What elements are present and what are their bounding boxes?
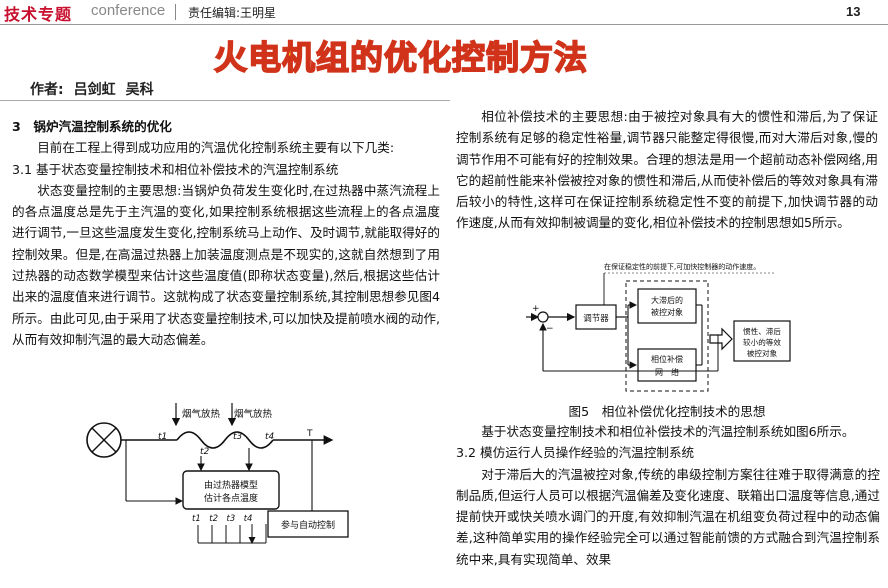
left-column: 3 锅炉汽温控制系统的优化 目前在工程上得到成功应用的汽温优化控制系统主要有以下…: [12, 116, 440, 350]
temp-label: T: [306, 429, 313, 439]
flue-gas-label: 烟气放热: [234, 408, 273, 420]
equivalence-arrow: [709, 327, 733, 351]
model-box-label: 由过热器模型: [204, 479, 258, 491]
equivalent-plant-label: 被控对象: [747, 348, 778, 358]
temp-label: t1: [158, 432, 167, 442]
author-label: 作者:: [30, 82, 64, 98]
auto-control-box: [267, 510, 349, 538]
author-name: 吴科: [125, 82, 154, 98]
article-title: 火电机组的优化控制方法: [213, 37, 588, 78]
temp-label: t3: [233, 432, 243, 442]
model-outputs-label: t1 t2 t3 t4: [192, 514, 252, 524]
figure-5-caption: 图5 相位补偿优化控制技术的思想: [568, 404, 766, 419]
subsection-heading: 3.2 模仿运行人员操作经验的汽温控制系统: [456, 445, 695, 461]
author-line: 作者: 吕剑虹吴科: [30, 79, 164, 99]
compensation-box: [637, 348, 697, 382]
minus-sign: −: [546, 324, 554, 334]
regulator-label: 调节器: [583, 314, 609, 324]
page-header: 技术专题 conference 责任编辑:王明星 13: [0, 0, 888, 24]
equivalent-plant-box: [733, 320, 791, 362]
section-label: 技术专题: [4, 5, 73, 24]
editor-label: 责任编辑:王明星: [188, 6, 277, 20]
equivalent-plant-enclosure: [625, 280, 709, 392]
stability-note: 在保证稳定性的前提下,可加快控制器的动作速度。: [604, 262, 760, 271]
figure-5-diagram: 在保证稳定性的前提下,可加快控制器的动作速度。 + − 调节器 大滞后的 被控对…: [526, 262, 791, 392]
right-column-lower: 基于状态变量控制技术和相位补偿技术的汽温控制系统如图6所示。 3.2 模仿运行人…: [456, 421, 880, 570]
figure-4-diagram: 烟气放热 烟气放热 t1 t2 t3 t4 T 由过热器模型 估计各点温度 t1…: [86, 403, 349, 544]
equivalent-plant-label: 较小的等效: [743, 337, 781, 347]
header-rule: [0, 24, 888, 25]
conference-label: conference: [91, 2, 166, 19]
compensation-label: 相位补偿: [651, 354, 683, 364]
compensation-label: 网 络: [655, 367, 679, 377]
plant-label: 被控对象: [651, 307, 683, 317]
page-number: 13: [846, 4, 861, 19]
paragraph: 对于滞后大的汽温被控对象,传统的串级控制方案往往难于取得满意的控制品质,但运行人…: [456, 466, 880, 567]
paragraph: 目前在工程上得到成功应用的汽温优化控制系统主要有以下几类:: [37, 140, 395, 156]
model-box-label: 估计各点温度: [204, 492, 258, 504]
superheater-coil-shape: [176, 431, 274, 449]
paragraph: 基于状态变量控制技术和相位补偿技术的汽温控制系统如图6所示。: [481, 424, 855, 439]
auto-control-label: 参与自动控制: [281, 519, 335, 531]
plus-sign: +: [532, 304, 540, 314]
right-column: 相位补偿技术的主要思想:由于被控对象具有大的惯性和滞后,为了保证控制系统有足够的…: [456, 106, 878, 234]
plant-box: [637, 288, 697, 324]
plant-label: 大滞后的: [651, 295, 683, 305]
temp-label: t4: [265, 432, 275, 442]
subsection-heading: 3.1 基于状态变量控制技术和相位补偿技术的汽温控制系统: [12, 161, 339, 177]
temp-label: t2: [200, 447, 210, 457]
flue-gas-label: 烟气放热: [182, 408, 221, 420]
paragraph: 相位补偿技术的主要思想:由于被控对象具有大的惯性和滞后,为了保证控制系统有足够的…: [456, 109, 878, 231]
model-box: [182, 470, 280, 510]
author-rule: [0, 100, 450, 101]
header-divider: [175, 4, 176, 20]
equivalent-plant-label: 惯性、滞后: [743, 326, 781, 336]
section-heading: 3 锅炉汽温控制系统的优化: [12, 119, 172, 134]
author-name: 吕剑虹: [73, 82, 116, 98]
paragraph: 状态变量控制的主要思想:当锅炉负荷发生变化时,在过热器中蒸汽流程上的各点温度总是…: [12, 182, 440, 347]
